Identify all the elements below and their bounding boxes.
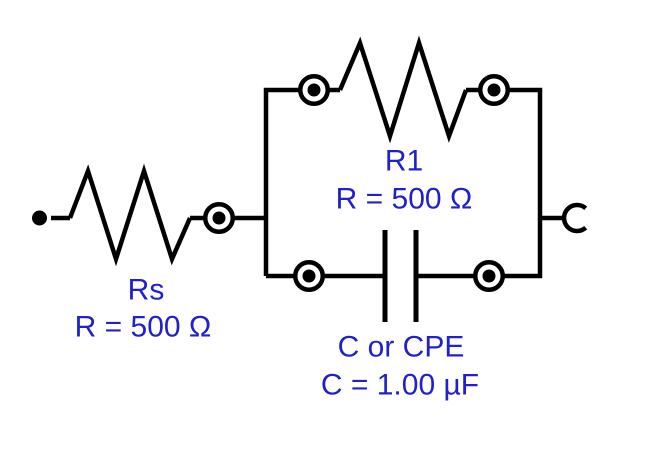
r1-name-label: R1 (385, 145, 423, 178)
resistor-r1-symbol[interactable] (337, 35, 469, 144)
capacitor-c1-symbol[interactable] (382, 230, 419, 322)
node-connector-r1-right[interactable] (478, 74, 510, 106)
node-dot-icon (307, 83, 321, 97)
rs-name-label: Rs (128, 274, 165, 307)
c1-value-label: C = 1.00 µF (321, 369, 479, 402)
node-connector-rs-output[interactable] (203, 202, 235, 234)
r1-value-label: R = 500 Ω (336, 183, 473, 216)
c1-name-label: C or CPE (338, 331, 465, 364)
node-dot-icon (482, 269, 496, 283)
wire-parallel-left (263, 87, 340, 276)
node-connector-c1-right[interactable] (473, 260, 505, 292)
rs-value-label: R = 500 Ω (75, 311, 212, 344)
node-dot-icon (487, 83, 501, 97)
left-terminal-dot-icon (32, 210, 47, 226)
node-connector-c1-left[interactable] (293, 260, 325, 292)
node-dot-icon (302, 269, 316, 283)
resistor-rs-symbol[interactable] (67, 163, 193, 267)
node-dot-icon (212, 211, 226, 225)
node-connector-r1-left[interactable] (298, 74, 330, 106)
right-terminal-open-circle-icon (561, 202, 588, 234)
